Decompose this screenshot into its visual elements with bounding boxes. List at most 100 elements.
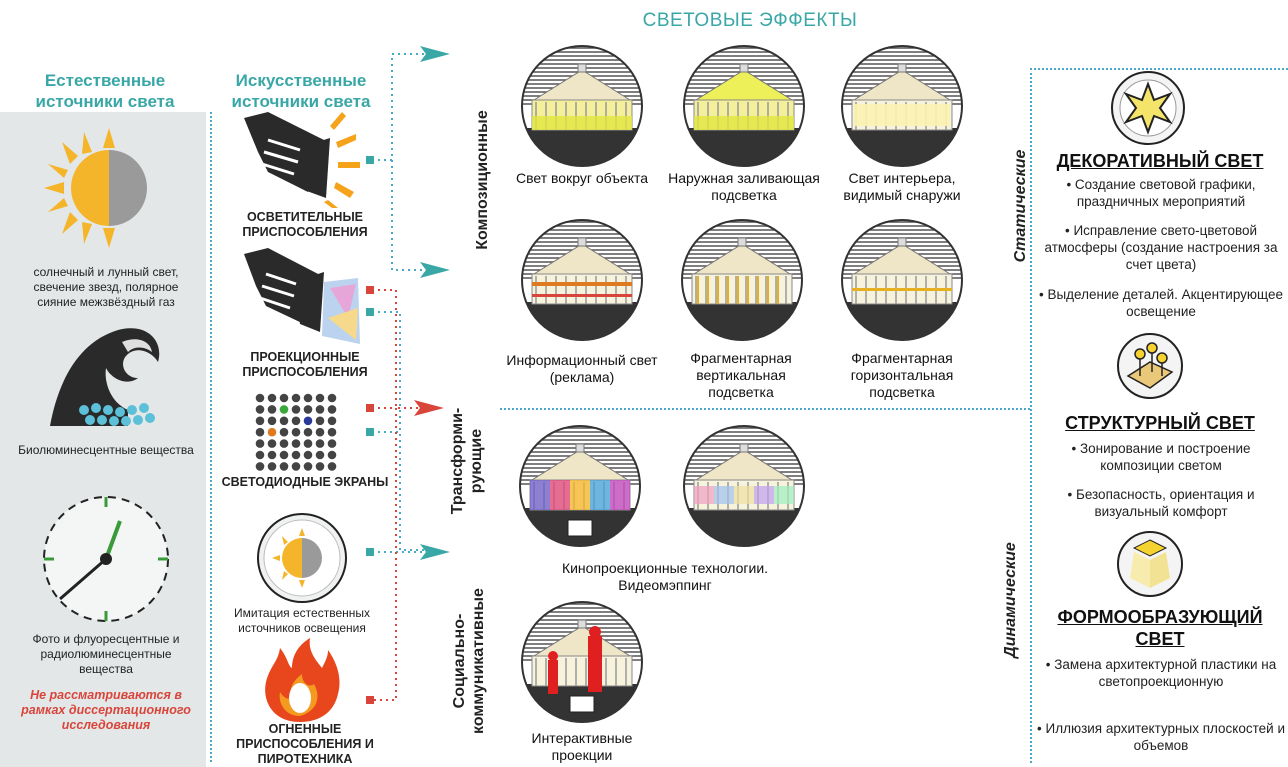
artificial-item-4-label: Имитация естественных источников освещен… bbox=[233, 606, 371, 635]
led-dot bbox=[291, 405, 301, 414]
led-dot bbox=[315, 416, 325, 426]
led-dot bbox=[327, 427, 337, 437]
form-bullet-1: • Замена архитектурной пластики на свето… bbox=[1045, 657, 1277, 689]
natural-sources-header: Естественные источники света bbox=[35, 71, 175, 111]
led-dot bbox=[279, 462, 289, 471]
led-dot bbox=[279, 416, 289, 426]
effect-1-image bbox=[520, 44, 644, 168]
decorative-bullet-3: • Выделение деталей. Акцентирующее освещ… bbox=[1038, 287, 1284, 319]
category-social: Социально-коммуникативные bbox=[451, 588, 487, 734]
led-matrix-icon bbox=[254, 392, 338, 472]
structural-bullet-2: • Безопасность, ориентация и визуальный … bbox=[1067, 487, 1255, 519]
effect-6-image bbox=[840, 218, 964, 342]
section-separator bbox=[500, 408, 1030, 410]
led-dot bbox=[267, 393, 277, 403]
led-dot bbox=[279, 427, 289, 437]
effect-3-image bbox=[840, 44, 964, 168]
led-dot bbox=[327, 439, 337, 448]
led-dot bbox=[279, 393, 289, 403]
led-dot bbox=[279, 450, 289, 460]
decorative-bullet-1: • Создание световой графики, праздничных… bbox=[1066, 177, 1256, 209]
effect-7-image-a bbox=[518, 424, 642, 548]
effect-7-image-b bbox=[682, 424, 806, 548]
category-compositional: Композиционные bbox=[474, 110, 491, 250]
clock-caption: Фото и флуоресцентные и радиолюминесцент… bbox=[32, 632, 180, 676]
category-static: Статические bbox=[1012, 149, 1029, 263]
led-dot bbox=[315, 405, 325, 414]
led-dot bbox=[291, 450, 301, 460]
clock-icon bbox=[40, 493, 172, 625]
form-light-icon bbox=[1116, 530, 1184, 598]
led-dot bbox=[291, 416, 301, 426]
led-dot bbox=[255, 439, 265, 448]
connector-lines bbox=[366, 46, 450, 704]
led-dot bbox=[315, 427, 325, 437]
right-column-divider bbox=[1030, 68, 1032, 763]
led-dot bbox=[267, 405, 277, 414]
led-dot bbox=[303, 439, 313, 448]
sun-moon-icon bbox=[44, 128, 174, 248]
right-column-top-line bbox=[1030, 68, 1288, 70]
form-bullet-2: • Иллюзия архитектурных плоскостей и объ… bbox=[1037, 721, 1285, 753]
led-dot bbox=[303, 416, 313, 426]
category-dynamic: Динамические bbox=[1002, 542, 1019, 658]
wave-caption: Биолюминесцентные вещества bbox=[18, 443, 194, 457]
led-dot bbox=[267, 439, 277, 448]
led-dot bbox=[315, 450, 325, 460]
led-dot bbox=[255, 450, 265, 460]
led-dot bbox=[267, 416, 277, 426]
led-dot bbox=[255, 427, 265, 437]
led-dot bbox=[279, 405, 289, 414]
led-dot bbox=[327, 393, 337, 403]
led-dot bbox=[255, 393, 265, 403]
wave-icon bbox=[48, 322, 164, 428]
structural-light-icon bbox=[1116, 332, 1184, 400]
artificial-item-5-label: ОГНЕННЫЕ ПРИСПОСОБЛЕНИЯ И ПИРОТЕХНИКА bbox=[236, 722, 374, 766]
form-light-title: ФОРМООБРАЗУЮЩИЙ СВЕТ bbox=[1057, 607, 1263, 649]
led-dot bbox=[267, 427, 277, 437]
effect-4-image bbox=[520, 218, 644, 342]
led-dot bbox=[327, 405, 337, 414]
spotlight-icon bbox=[238, 112, 364, 208]
led-dot bbox=[291, 427, 301, 437]
led-dot bbox=[315, 462, 325, 471]
effect-4-caption: Информационный свет (реклама) bbox=[506, 352, 658, 385]
led-dot bbox=[303, 462, 313, 471]
led-dot bbox=[303, 450, 313, 460]
effect-8-caption: Интерактивные проекции bbox=[531, 730, 633, 763]
effect-2-image bbox=[682, 44, 806, 168]
category-transforming: Трансформи-рующие bbox=[449, 407, 485, 515]
led-dot bbox=[267, 450, 277, 460]
led-dot bbox=[303, 405, 313, 414]
led-dot bbox=[315, 393, 325, 403]
decorative-light-title: ДЕКОРАТИВНЫЙ СВЕТ bbox=[1056, 151, 1264, 171]
effect-5-image bbox=[680, 218, 804, 342]
led-dot bbox=[327, 450, 337, 460]
led-dot bbox=[255, 416, 265, 426]
structural-bullet-1: • Зонирование и построение композиции св… bbox=[1071, 441, 1251, 473]
effect-2-caption: Наружная заливающая подсветка bbox=[668, 170, 820, 203]
led-dot bbox=[291, 393, 301, 403]
projector-icon bbox=[238, 248, 364, 346]
effect-8-image bbox=[520, 600, 644, 724]
led-dot bbox=[303, 393, 313, 403]
led-dot bbox=[279, 439, 289, 448]
led-dot bbox=[327, 416, 337, 426]
effect-5-caption: Фрагментарная вертикальная подсветка bbox=[690, 350, 792, 400]
led-dot bbox=[327, 462, 337, 471]
sun-caption: солнечный и лунный свет, свечение звезд,… bbox=[33, 265, 179, 309]
led-dot bbox=[267, 462, 277, 471]
led-dot bbox=[255, 405, 265, 414]
effect-6-caption: Фрагментарная горизонтальная подсветка bbox=[850, 350, 954, 400]
decorative-light-icon bbox=[1110, 70, 1186, 146]
structural-light-title: СТРУКТУРНЫЙ СВЕТ bbox=[1065, 413, 1255, 433]
led-dot bbox=[255, 462, 265, 471]
artificial-item-1-label: ОСВЕТИТЕЛЬНЫЕ ПРИСПОСОБЛЕНИЯ bbox=[242, 210, 368, 239]
artificial-item-2-label: ПРОЕКЦИОННЫЕ ПРИСПОСОБЛЕНИЯ bbox=[242, 350, 368, 379]
excluded-note: Не рассматриваются в рамках диссертацион… bbox=[21, 688, 191, 732]
artificial-item-3-label: СВЕТОДИОДНЫЕ ЭКРАНЫ bbox=[221, 475, 389, 489]
column-divider bbox=[210, 112, 212, 762]
led-dot bbox=[315, 439, 325, 448]
led-dot bbox=[291, 439, 301, 448]
led-dot bbox=[291, 462, 301, 471]
